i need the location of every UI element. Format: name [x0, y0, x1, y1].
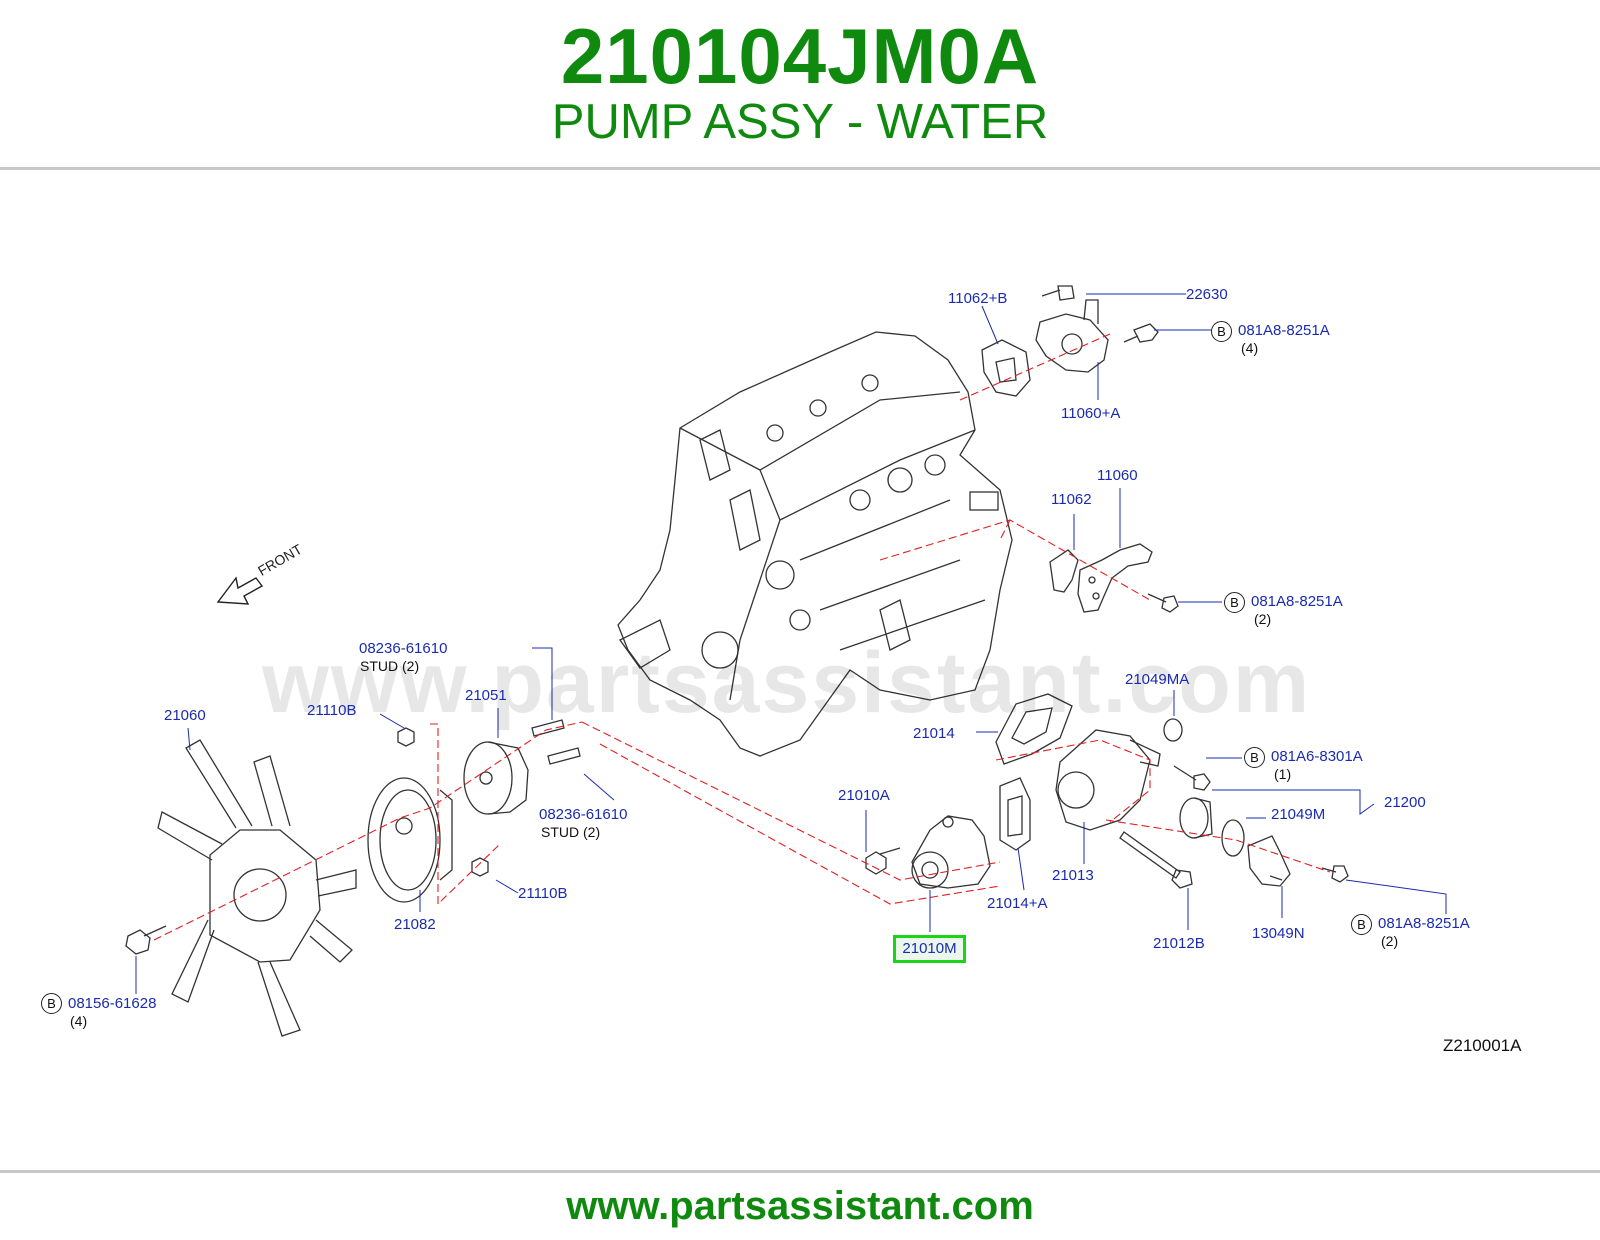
- callout-21010m: 21010M: [902, 940, 957, 957]
- thermostat-drawing: [1179, 797, 1213, 839]
- part-number-title: 210104JM0A: [560, 12, 1040, 100]
- pulley-drawing: [463, 741, 529, 815]
- callout-22630[interactable]: 22630: [1186, 286, 1228, 303]
- badge-b-fan-bolt: B: [41, 993, 62, 1014]
- callout-21012b[interactable]: 21012B: [1153, 935, 1205, 952]
- housing-gasket-drawing: [995, 693, 1073, 765]
- callout-21014a[interactable]: 21014+A: [987, 895, 1048, 912]
- pump-bolt-drawing: [865, 847, 901, 875]
- callout-08236-bottom[interactable]: 08236-61610: [539, 806, 628, 823]
- callout-08156[interactable]: 08156-61628: [68, 995, 157, 1012]
- callout-081a8-bottom[interactable]: 081A8-8251A: [1378, 915, 1470, 932]
- qty-08156: (4): [70, 1013, 88, 1029]
- cooling-fan-drawing: [157, 739, 357, 1037]
- temp-sensor-drawing: [1041, 285, 1075, 301]
- top-water-outlet-drawing: [1035, 299, 1109, 373]
- callout-21013[interactable]: 21013: [1052, 867, 1094, 884]
- o-ring-top-drawing: [1163, 718, 1183, 742]
- callout-21200[interactable]: 21200: [1384, 794, 1426, 811]
- qty-081a8-bottom: (2): [1381, 933, 1399, 949]
- callout-leader-lines: [135, 293, 1447, 994]
- part-name-subtitle: PUMP ASSY - WATER: [551, 95, 1049, 149]
- note-stud-top: STUD (2): [360, 658, 420, 674]
- callout-21049m[interactable]: 21049M: [1271, 806, 1326, 823]
- bolt-081a8-bottom-drawing: [1321, 865, 1349, 883]
- callout-081a6[interactable]: 081A6-8301A: [1271, 748, 1363, 765]
- water-pipe-drawing: [1077, 543, 1153, 613]
- callout-11060a[interactable]: 11060+A: [1061, 405, 1121, 422]
- qty-081a8-top: (4): [1241, 340, 1259, 356]
- fan-coupling-drawing: [367, 777, 453, 903]
- fan-bolt-drawing: [125, 925, 167, 955]
- callout-21049ma[interactable]: 21049MA: [1125, 671, 1190, 688]
- footer-website-link[interactable]: www.partsassistant.com: [566, 1184, 1034, 1228]
- callout-21014[interactable]: 21014: [913, 725, 955, 742]
- top-gasket-drawing: [981, 339, 1031, 397]
- front-arrow-icon: [216, 576, 264, 605]
- stud-bottom-drawing: [547, 747, 581, 765]
- stud-top-drawing: [531, 719, 565, 737]
- o-ring-bottom-drawing: [1221, 819, 1245, 857]
- callout-08236-top[interactable]: 08236-61610: [359, 640, 448, 657]
- badge-b-081a6: B: [1244, 747, 1265, 768]
- badge-b-top: B: [1211, 321, 1232, 342]
- qty-081a6: (1): [1274, 766, 1292, 782]
- water-outlet-drawing: [1247, 835, 1291, 887]
- callout-21110b-bottom[interactable]: 21110B: [518, 885, 568, 902]
- qty-081a8-mid: (2): [1254, 611, 1272, 627]
- callout-11060[interactable]: 11060: [1097, 467, 1138, 484]
- callout-21051[interactable]: 21051: [465, 687, 507, 704]
- pump-gasket-drawing: [999, 777, 1031, 851]
- bolt-081a8-mid-drawing: [1147, 593, 1179, 613]
- bolt-081a6-drawing: [1173, 765, 1211, 791]
- watermark-text: www.partsassistant.com: [262, 635, 1312, 731]
- callout-081a8-mid[interactable]: 081A8-8251A: [1251, 593, 1343, 610]
- bolt-081a8-top-drawing: [1123, 323, 1159, 343]
- alignment-dashed-lines: [153, 333, 1331, 941]
- long-bolt-drawing: [1119, 831, 1193, 889]
- footer-divider: [0, 1170, 1600, 1173]
- badge-b-mid: B: [1224, 592, 1245, 613]
- header-divider: [0, 167, 1600, 170]
- nut-bottom-drawing: [471, 857, 489, 877]
- callout-11062b[interactable]: 11062+B: [948, 290, 1008, 307]
- callout-13049n[interactable]: 13049N: [1252, 925, 1305, 942]
- badge-b-bottom: B: [1351, 914, 1372, 935]
- nut-top-drawing: [397, 727, 415, 747]
- callout-21082[interactable]: 21082: [394, 916, 436, 933]
- highlighted-part-21010m[interactable]: 21010M: [893, 935, 966, 963]
- thermostat-housing-drawing: [1055, 729, 1161, 831]
- callout-11062[interactable]: 11062: [1051, 491, 1092, 508]
- engine-block-drawing: [617, 331, 1013, 757]
- note-stud-bottom: STUD (2): [541, 824, 601, 840]
- pipe-gasket-drawing: [1049, 549, 1079, 593]
- diagram-reference-code: Z210001A: [1443, 1036, 1522, 1055]
- callout-21110b-top[interactable]: 21110B: [307, 702, 357, 719]
- page-header: 210104JM0A PUMP ASSY - WATER: [0, 0, 1600, 168]
- water-pump-drawing: [911, 815, 991, 889]
- callout-21060[interactable]: 21060: [164, 707, 206, 724]
- callout-081a8-top[interactable]: 081A8-8251A: [1238, 322, 1330, 339]
- callout-21010a[interactable]: 21010A: [838, 787, 890, 804]
